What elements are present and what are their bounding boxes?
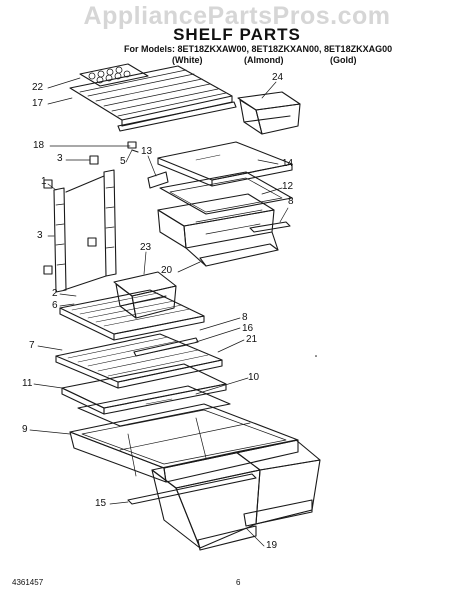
callout-3-upper: 3	[57, 153, 63, 164]
models-line: For Models: 8ET18ZKXAW00, 8ET18ZKXAN00, …	[124, 44, 393, 54]
callout-2: 2	[52, 288, 58, 299]
callout-10: 10	[248, 372, 260, 383]
callout-17: 17	[32, 98, 44, 109]
callout-8-lower: 8	[242, 312, 248, 323]
page-number: 6	[236, 578, 241, 587]
callout-20: 20	[161, 265, 173, 276]
callout-16: 16	[242, 323, 254, 334]
door-bin-left	[113, 271, 177, 319]
glass-shelf-top	[157, 141, 293, 187]
callout-3-lower: 3	[37, 230, 43, 241]
callout-9: 9	[22, 424, 28, 435]
variant-gold: (Gold)	[330, 55, 357, 65]
callout-13: 13	[141, 146, 153, 157]
callout-7: 7	[29, 340, 35, 351]
crisper-slide-rail	[127, 473, 257, 505]
meat-drawer-assembly	[157, 171, 293, 267]
leader-lines	[29, 77, 289, 547]
callout-18: 18	[33, 140, 45, 151]
callout-12: 12	[282, 181, 294, 192]
top-wire-shelf	[69, 65, 237, 132]
callout-19: 19	[266, 540, 278, 551]
glass-shelf-middle	[55, 333, 223, 389]
shelf-support-rails-left	[43, 141, 139, 293]
variant-almond: (Almond)	[244, 55, 284, 65]
callout-5: 5	[120, 156, 126, 167]
callout-15: 15	[95, 498, 107, 509]
egg-tray	[79, 63, 149, 87]
callout-22: 22	[32, 82, 44, 93]
crisper-drawers	[151, 439, 321, 551]
crisper-cover-glass	[77, 385, 231, 427]
callout-11: 11	[22, 378, 33, 389]
variant-white: (White)	[172, 55, 203, 65]
crisper-cover-frame	[61, 363, 227, 415]
door-bin-right	[237, 91, 301, 135]
callout-1: 1	[41, 176, 47, 187]
callout-23: 23	[140, 242, 152, 253]
drawer-slide-rail	[249, 221, 291, 233]
callout-24: 24	[272, 72, 284, 83]
spill-proof-shelf	[59, 289, 205, 341]
callout-21: 21	[246, 334, 258, 345]
shelf-trim-16	[133, 337, 199, 357]
shelf-trim-13	[147, 171, 169, 189]
doc-number: 4361457	[12, 578, 44, 587]
crisper-frame	[69, 403, 299, 483]
callout-8-upper: 8	[288, 196, 294, 207]
callout-14: 14	[282, 158, 294, 169]
watermark: AppliancePartsPros.com	[83, 2, 391, 30]
callout-6: 6	[52, 300, 58, 311]
diagram-title: SHELF PARTS	[173, 25, 301, 44]
